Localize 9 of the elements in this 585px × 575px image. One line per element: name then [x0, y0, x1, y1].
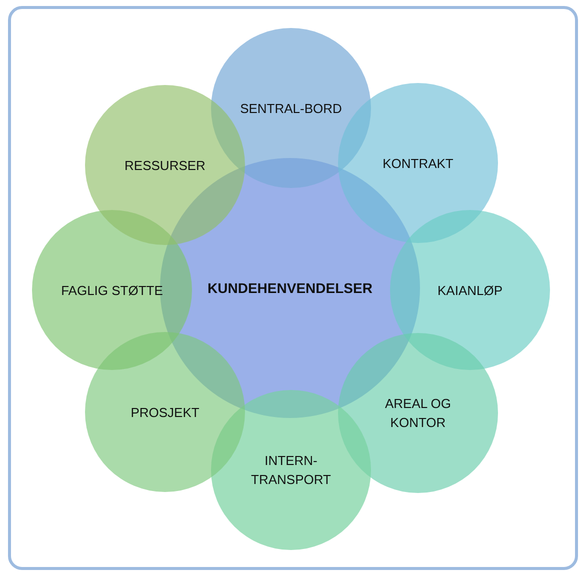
circle-label: KAIANLØP	[437, 282, 503, 300]
circle-label: PROSJEKT	[130, 404, 200, 422]
circle-label: AREAL OG KONTOR	[384, 395, 452, 432]
circle-label: KUNDEHENVENDELSER	[208, 278, 372, 298]
circle-label: RESSURSER	[124, 156, 206, 174]
circle-label: INTERN-TRANSPORT	[250, 452, 332, 489]
circle-label: FAGLIG STØTTE	[61, 282, 163, 300]
circle-label: SENTRAL-BORD	[240, 100, 342, 118]
circle-label: KONTRAKT	[382, 154, 454, 172]
